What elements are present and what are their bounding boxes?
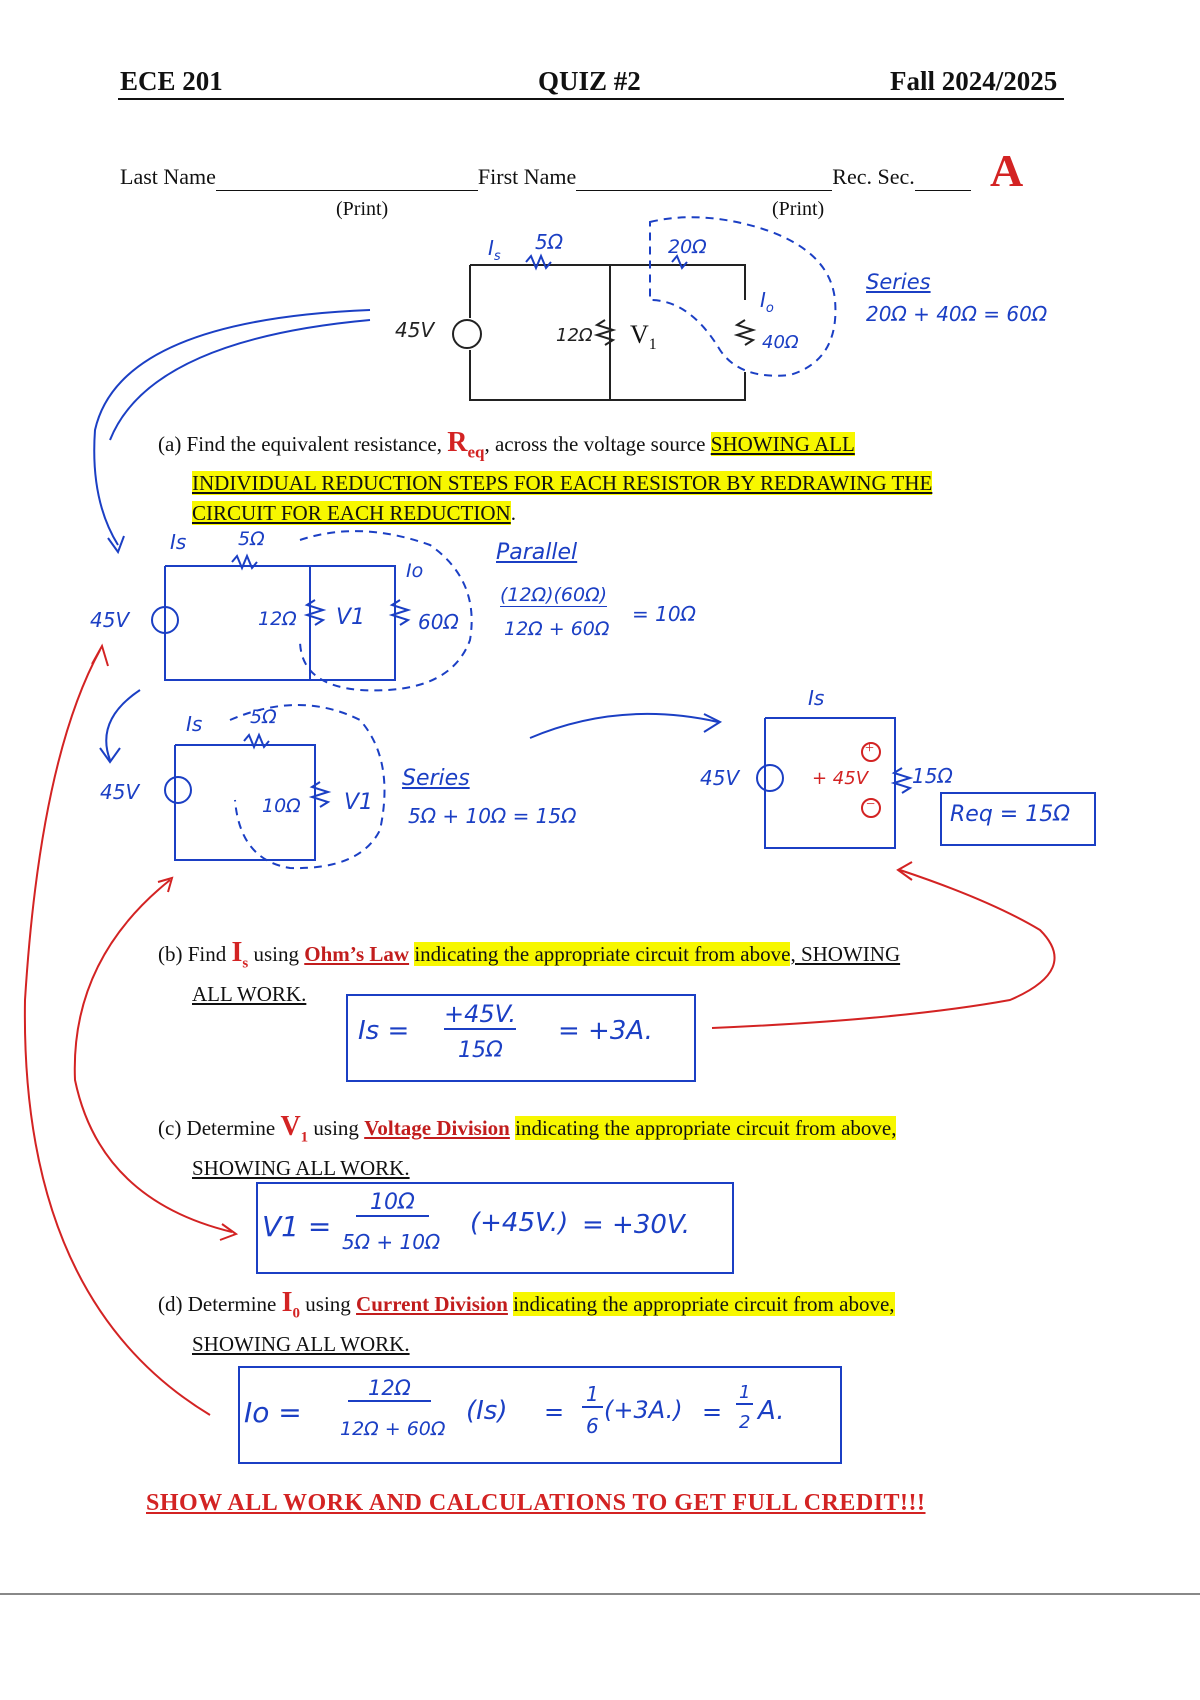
print-hint-last: (Print) [336, 198, 389, 220]
course-code: ECE 201 [120, 66, 223, 96]
c3-note-eq: 5Ω + 10Ω = 15Ω [408, 804, 577, 828]
answer-c-num: 10Ω [356, 1190, 429, 1217]
last-name-label: Last Name [120, 164, 216, 189]
answer-d-eq3: = [702, 1398, 723, 1426]
c2-note-den: 12Ω + 60Ω [504, 618, 610, 640]
last-name-field[interactable] [215, 164, 478, 191]
top-note-eq: 20Ω + 40Ω = 60Ω [866, 302, 1048, 326]
c4-is-label: Is [808, 686, 825, 710]
top-r40-label: 40Ω [762, 332, 799, 353]
c4-voltage: + 45V [812, 768, 869, 789]
answer-c-rhs: = +30V. [582, 1210, 690, 1240]
c3-r10-label: 10Ω [262, 795, 301, 817]
top-source-label: 45V [395, 318, 435, 342]
c3-note-title: Series [402, 766, 470, 791]
c2-v1-label: V1 [336, 605, 366, 630]
c2-note-title: Parallel [496, 540, 578, 565]
answer-d-frac-den: 6 [586, 1414, 599, 1438]
answer-c-lhs: V1 = [262, 1210, 332, 1243]
c3-r5-label: 5Ω [250, 706, 277, 728]
question-c: (c) Determine V1 using Voltage Division … [158, 1111, 897, 1180]
c3-source-label: 45V [100, 780, 140, 804]
credit-warning: SHOW ALL WORK AND CALCULATIONS TO GET FU… [146, 1490, 926, 1516]
question-d: (d) Determine I0 using Current Division … [158, 1287, 895, 1356]
req-answer: Req = 15Ω [950, 802, 1071, 827]
req-symbol: Req [447, 427, 485, 462]
answer-d-box [238, 1366, 842, 1464]
quiz-title: QUIZ #2 [538, 66, 641, 96]
answer-c-box [256, 1182, 734, 1274]
answer-d-unit: A. [758, 1396, 785, 1426]
io-symbol: I0 [281, 1287, 301, 1322]
answer-d-eq2: = [544, 1398, 565, 1426]
first-name-label: First Name [477, 164, 577, 189]
answer-d-frac-num: 1 [582, 1382, 603, 1408]
c2-note-num: (12Ω)(60Ω) [500, 584, 608, 607]
c4-r15-label: 15Ω [912, 764, 953, 788]
c2-io-label: Io [406, 560, 424, 582]
c2-is-label: Is [170, 530, 187, 554]
top-note-title: Series [866, 270, 931, 294]
c2-r60-label: 60Ω [418, 610, 459, 634]
print-hint-first: (Print) [772, 198, 825, 220]
c3-v1-label: V1 [344, 790, 374, 815]
answer-d-mult2: (+3A.) [604, 1396, 683, 1424]
c2-r12-label: 12Ω [258, 608, 297, 630]
answer-d-lhs: Io = [244, 1396, 302, 1429]
answer-b-box [346, 994, 696, 1082]
top-io-label: Io [760, 288, 774, 316]
req-answer-box [940, 792, 1096, 846]
page-bottom-rule [0, 1593, 1200, 1595]
answer-b-num: +45V. [444, 1000, 516, 1030]
top-r20-label: 20Ω [668, 236, 707, 258]
first-name-field[interactable] [576, 164, 833, 191]
c3-is-label: Is [186, 712, 203, 736]
c2-note-res: = 10Ω [632, 602, 696, 626]
rec-sec-label: Rec. Sec. [832, 164, 915, 189]
top-v1-label: V1 [630, 320, 657, 354]
top-r5-label: 5Ω [535, 230, 564, 254]
top-r12-label: 12Ω [556, 325, 593, 346]
name-row: Last Name First Name Rec. Sec. [120, 164, 971, 191]
answer-d-mult: (Is) [466, 1396, 508, 1426]
answer-d-half-num: 1 [736, 1382, 754, 1405]
c4-minus: − [866, 796, 876, 813]
c2-source-label: 45V [90, 608, 130, 632]
question-b: (b) Find Is using Ohm’s Law indicating t… [158, 937, 901, 1006]
answer-b-rhs: = +3A. [558, 1016, 653, 1046]
answer-c-mult: (+45V.) [470, 1208, 569, 1238]
rec-sec-field[interactable] [914, 164, 971, 191]
answer-b-den: 15Ω [458, 1038, 503, 1063]
answer-b-lhs: Is = [358, 1016, 410, 1046]
answer-d-den: 12Ω + 60Ω [340, 1418, 446, 1440]
header-rule [118, 98, 1064, 100]
is-symbol: Is [231, 937, 249, 972]
quiz-version: A [990, 145, 1024, 196]
question-a: (a) Find the equivalent resistance, Req,… [158, 427, 933, 525]
c2-r5-label: 5Ω [238, 528, 265, 550]
term: Fall 2024/2025 [890, 66, 1058, 96]
v1-symbol: V1 [280, 1111, 309, 1146]
answer-d-num: 12Ω [348, 1376, 431, 1402]
answer-d-half-den: 2 [739, 1412, 751, 1433]
c4-source-label: 45V [700, 766, 740, 790]
top-is-label: Is [488, 236, 501, 264]
answer-c-den: 5Ω + 10Ω [342, 1230, 441, 1254]
c4-plus: + [865, 740, 875, 757]
